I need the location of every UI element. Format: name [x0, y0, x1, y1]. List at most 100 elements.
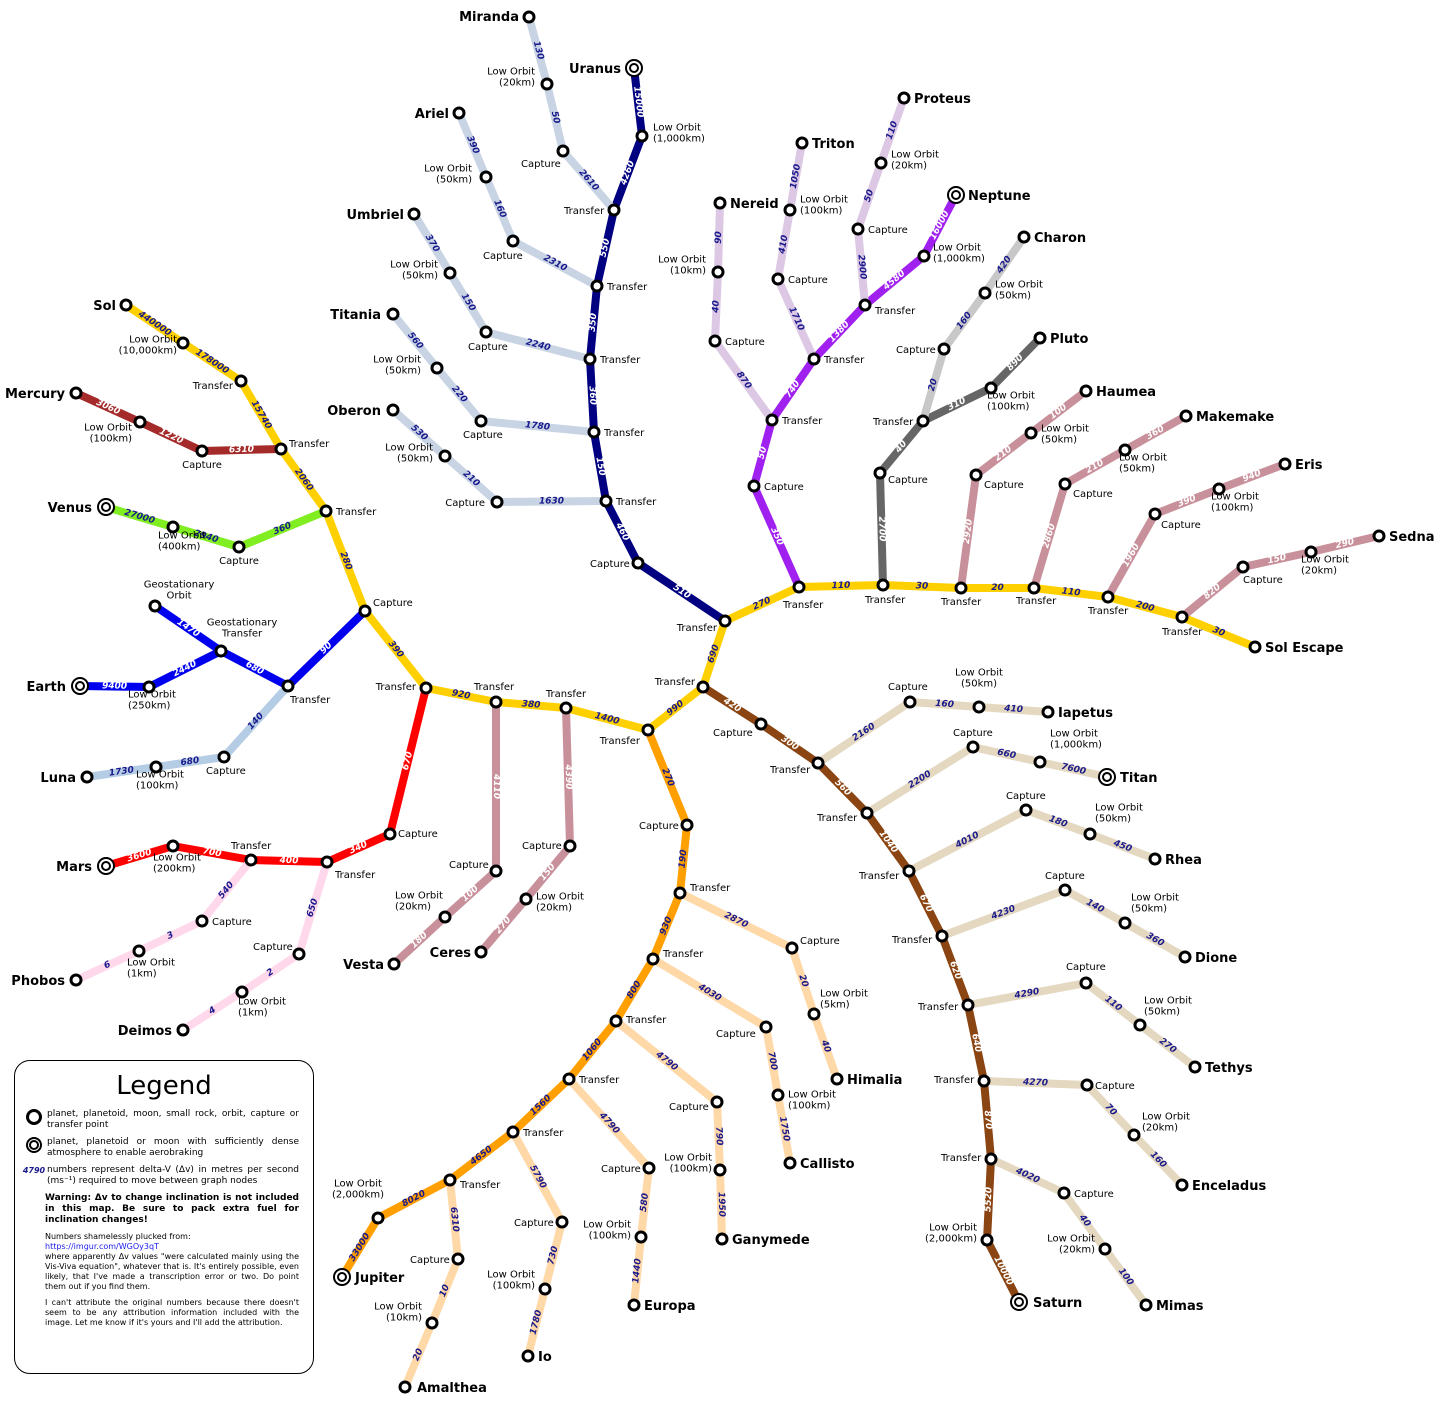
delta-v-label: 40 [818, 1038, 832, 1054]
node-label-line: Low Orbit [158, 531, 206, 542]
body-name-eris: Eris [1295, 458, 1323, 473]
route-sat-t5-sat-t6 [964, 1001, 988, 1085]
route-sed-cap-sed-lo [1239, 548, 1315, 571]
node-label-line: Oberon [327, 404, 381, 419]
delta-v-label: 1960 [1121, 542, 1142, 569]
aerobrake-node-inner-titan [1102, 772, 1112, 782]
node-label-line: (50km) [402, 271, 438, 282]
node-gan-cap [710, 1095, 724, 1109]
node-label-io-lo: Low Orbit(100km) [487, 1270, 535, 1292]
node-label-line: Venus [48, 501, 93, 516]
body-name-pluto: Pluto [1050, 332, 1088, 347]
route-sol-t9-ura-cap [634, 559, 729, 625]
node-label-line: Tethys [1205, 1061, 1253, 1076]
node-label-line: Nereid [730, 197, 779, 212]
route-nep-cap-nep-t3 [750, 416, 776, 490]
node-ura-t1 [607, 203, 621, 217]
node-nep-t2 [807, 352, 821, 366]
delta-v-label: 1780 [525, 420, 551, 432]
delta-v-label: 178000 [194, 348, 231, 377]
legend-row-node-text: planet, planetoid, moon, small rock, orb… [47, 1109, 299, 1130]
node-io-cap [555, 1215, 569, 1229]
node-cha-lo [978, 286, 992, 300]
route-sat-t1-sat-t2 [814, 759, 871, 817]
node-sol-t8 [696, 680, 710, 694]
node-label-line: (20km) [395, 902, 431, 913]
route-dei-cap-mar-t2 [295, 858, 331, 958]
node-obe-cap [490, 495, 504, 509]
body-name-callisto: Callisto [800, 1157, 855, 1172]
delta-v-label: 340 [348, 840, 369, 857]
node-plu-cap [873, 466, 887, 480]
node-vesta [387, 957, 401, 971]
route-pho-lo-pho-cap [135, 917, 206, 955]
route-geo-geo-t [151, 602, 225, 655]
node-label-tin-cap: Capture [953, 728, 993, 739]
node-jup-t6 [443, 1173, 457, 1187]
node-label-line: (50km) [1095, 814, 1131, 825]
node-ura-cap [631, 556, 645, 570]
delta-v-label: 790 [713, 1126, 724, 1145]
delta-v-label: 2 [265, 967, 276, 979]
route-enc-cap-enc-lo [1083, 1081, 1138, 1139]
delta-v-label: 390 [464, 134, 481, 155]
delta-v-label: 30 [1211, 625, 1226, 639]
route-hau-cap-hau-lo [972, 429, 1035, 479]
node-label-line: (100km) [136, 781, 179, 792]
delta-v-label: 10 [438, 1283, 452, 1298]
node-label-mar-cap: Capture [398, 829, 438, 840]
route-ura-t4-ura-t3 [586, 355, 598, 436]
node-label-line: Mimas [1156, 1299, 1204, 1314]
node-him-lo [807, 1007, 821, 1021]
route-deimos-dei-lo [179, 988, 246, 1034]
node-label-ves-cap: Capture [449, 860, 489, 871]
delta-v-label: 110 [831, 581, 850, 591]
node-label-line: Transfer [230, 841, 272, 852]
node-label-sol-cap: Capture [373, 598, 413, 609]
route-mars-mar-lo [102, 842, 177, 870]
node-tri-cap [771, 272, 785, 286]
delta-v-label: 20 [927, 378, 940, 393]
node-label-line: (1km) [127, 969, 157, 980]
node-label-sol-t10: Transfer [782, 600, 824, 611]
delta-v-label: 3600 [126, 848, 153, 865]
node-label-tri-cap: Capture [788, 275, 828, 286]
node-mir-lo [540, 77, 554, 91]
node-label-line: Capture [206, 766, 246, 777]
aerobrake-node-inner-uranus [629, 63, 639, 73]
node-dione [1178, 950, 1192, 964]
node-jup-lo [371, 1211, 385, 1225]
delta-v-label: 2200 [907, 769, 934, 791]
node-label-mer-cap: Capture [182, 460, 222, 471]
node-sol-esc [1248, 640, 1262, 654]
route-sol-t2-sol-t3 [277, 445, 330, 515]
delta-v-label: 670 [401, 751, 415, 772]
node-sat-t1 [811, 756, 825, 770]
body-name-dione: Dione [1195, 951, 1237, 966]
body-name-neptune: Neptune [968, 189, 1031, 204]
node-label-line: (20km) [536, 903, 572, 914]
node-ariel [452, 106, 466, 120]
node-label-line: Transfer [782, 600, 824, 611]
delta-v-label: 2060 [292, 467, 315, 493]
node-label-line: Geostationary [144, 580, 215, 591]
legend-source-link[interactable]: https://imgur.com/WGOy3qT [45, 1242, 159, 1251]
node-label-line: Amalthea [417, 1381, 487, 1396]
node-him-cap [785, 941, 799, 955]
node-sed-cap [1236, 560, 1250, 574]
node-jup-cap [680, 818, 694, 832]
delta-v-label: 460 [613, 520, 631, 542]
route-sat-cap-sat-t1 [757, 720, 822, 767]
node-label-line: Transfer [192, 381, 234, 392]
route-mar-lo-mar-t1 [169, 842, 255, 864]
node-label-pho-cap: Capture [212, 917, 252, 928]
route-sol-t15-sol-esc [1178, 613, 1259, 651]
node-cal-lo [771, 1088, 785, 1102]
node-label-line: Transfer [599, 736, 641, 747]
node-label-jup-t4: Transfer [578, 1075, 620, 1086]
node-label-tin-lo: Low Orbit(1,000km) [1050, 729, 1102, 751]
route-ari-cap-ura-t2 [509, 237, 601, 290]
node-sol-t4 [419, 681, 433, 695]
route-sol-t13-sol-t14 [1030, 584, 1112, 601]
node-rhea [1148, 852, 1162, 866]
